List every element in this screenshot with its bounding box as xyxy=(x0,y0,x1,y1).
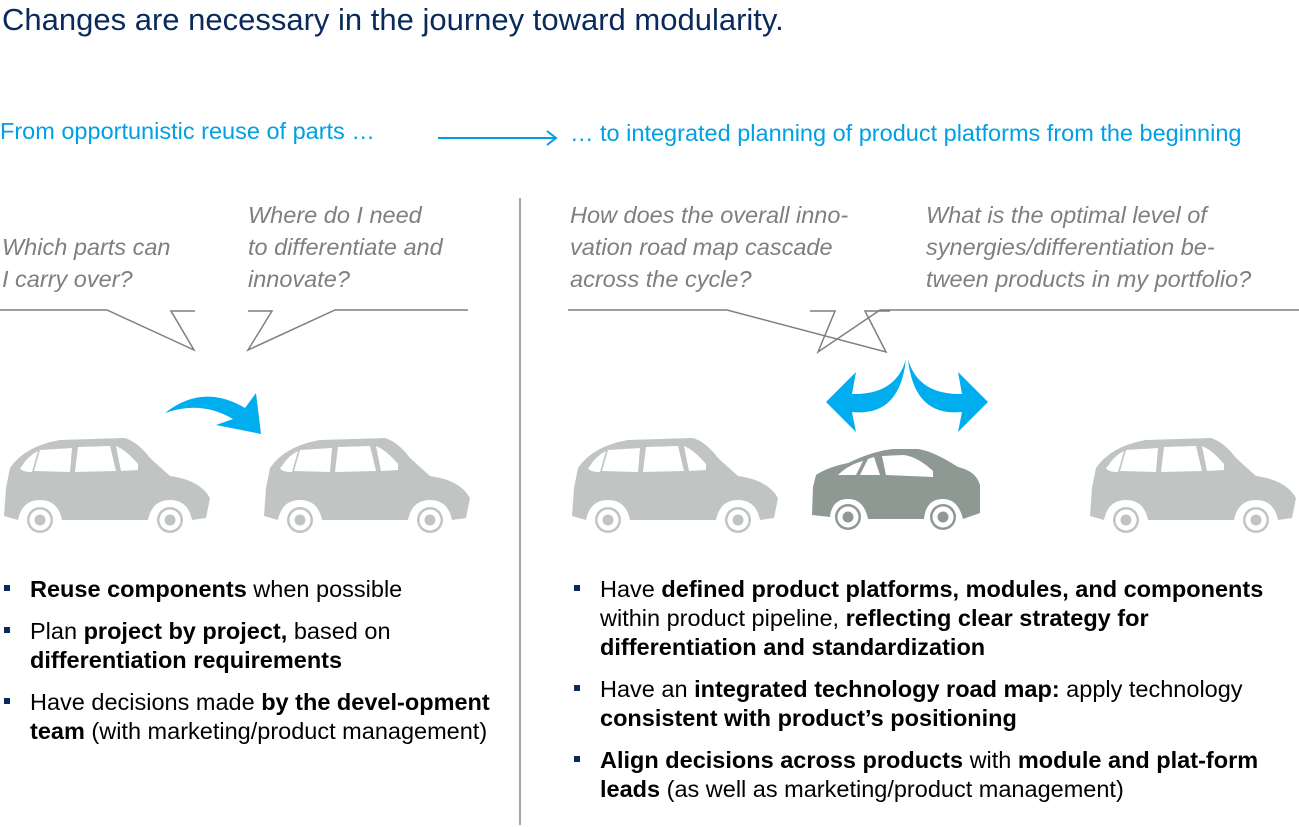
page-title: Changes are necessary in the journey tow… xyxy=(2,2,784,37)
question-line: innovate? xyxy=(248,266,350,292)
question-line: across the cycle? xyxy=(570,266,752,292)
transition-arrow-icon xyxy=(438,130,558,146)
bullet-square-icon xyxy=(4,627,10,633)
question-line: tween products in my portfolio? xyxy=(926,266,1252,292)
bullet-item: Reuse components when possible xyxy=(0,575,495,604)
suv-car-icon xyxy=(4,438,210,533)
bullet-text: when possible xyxy=(246,576,403,602)
column-divider xyxy=(519,198,521,825)
bullet-item: Have an integrated technology road map: … xyxy=(570,675,1295,733)
bullet-text: within product pipeline, xyxy=(600,605,846,631)
bullet-emphasis: defined product platforms, modules, and … xyxy=(661,576,1264,602)
bullet-emphasis: Align decisions across products xyxy=(600,747,964,773)
right-speech-pointers xyxy=(568,309,1299,355)
bullet-emphasis: by the devel-opment team xyxy=(30,689,490,744)
question-line: synergies/differentiation be- xyxy=(926,234,1215,260)
suv-car-icon xyxy=(572,438,778,533)
bullet-square-icon xyxy=(4,698,10,704)
question-synergies: What is the optimal level of synergies/d… xyxy=(926,199,1251,295)
bullet-text: (with marketing/product management) xyxy=(84,718,488,744)
bullet-item: Have defined product platforms, modules,… xyxy=(570,575,1295,662)
right-bullet-list: Have defined product platforms, modules,… xyxy=(570,575,1295,817)
bullet-emphasis: reflecting clear strategy for differenti… xyxy=(600,605,1149,660)
question-line: Which parts can xyxy=(2,234,171,260)
bullet-emphasis: project by project, xyxy=(83,618,288,644)
bullet-text: Have an xyxy=(600,676,695,702)
from-label: From opportunistic reuse of parts … xyxy=(0,118,375,144)
bullet-text: Have xyxy=(600,576,662,602)
question-differentiate: Where do I need to differentiate and inn… xyxy=(248,199,443,295)
question-road-map: How does the overall inno- vation road m… xyxy=(570,199,848,295)
bullet-square-icon xyxy=(574,685,580,691)
bullet-item: Align decisions across products with mod… xyxy=(570,746,1295,804)
to-label: … to integrated planning of product plat… xyxy=(570,120,1242,146)
bullet-text: based on xyxy=(287,618,391,644)
bullet-emphasis: consistent with product’s positioning xyxy=(600,705,1017,731)
bullet-text: with xyxy=(963,747,1018,773)
bullet-emphasis: integrated technology road map: xyxy=(694,676,1060,702)
suv-car-icon xyxy=(1090,438,1296,533)
bullet-item: Plan project by project, based on differ… xyxy=(0,617,495,675)
divergent-arrows-icon xyxy=(826,359,988,432)
bullet-emphasis: Reuse components xyxy=(30,576,247,602)
left-speech-pointers xyxy=(0,309,468,352)
sedan-car-icon xyxy=(812,449,980,530)
bullet-text: Plan xyxy=(30,618,84,644)
bullet-text: Have decisions made xyxy=(30,689,262,715)
question-line: What is the optimal level of xyxy=(926,202,1207,228)
suv-car-icon xyxy=(264,438,470,533)
bullet-square-icon xyxy=(574,756,580,762)
question-line: Where do I need xyxy=(248,202,422,228)
bullet-text: apply technology xyxy=(1059,676,1243,702)
question-line: vation road map cascade xyxy=(570,234,833,260)
bullet-item: Have decisions made by the devel-opment … xyxy=(0,688,495,746)
question-line: to differentiate and xyxy=(248,234,443,260)
question-carry-over: Which parts can I carry over? xyxy=(2,231,170,295)
bullet-emphasis: module and plat-form leads xyxy=(600,747,1259,802)
bullet-square-icon xyxy=(574,585,580,591)
carry-over-arrow-icon xyxy=(165,393,261,434)
question-line: How does the overall inno- xyxy=(570,202,849,228)
bullet-square-icon xyxy=(4,585,10,591)
question-line: I carry over? xyxy=(2,266,133,292)
bullet-text: (as well as marketing/product management… xyxy=(660,776,1124,802)
bullet-emphasis: differentiation requirements xyxy=(30,647,343,673)
